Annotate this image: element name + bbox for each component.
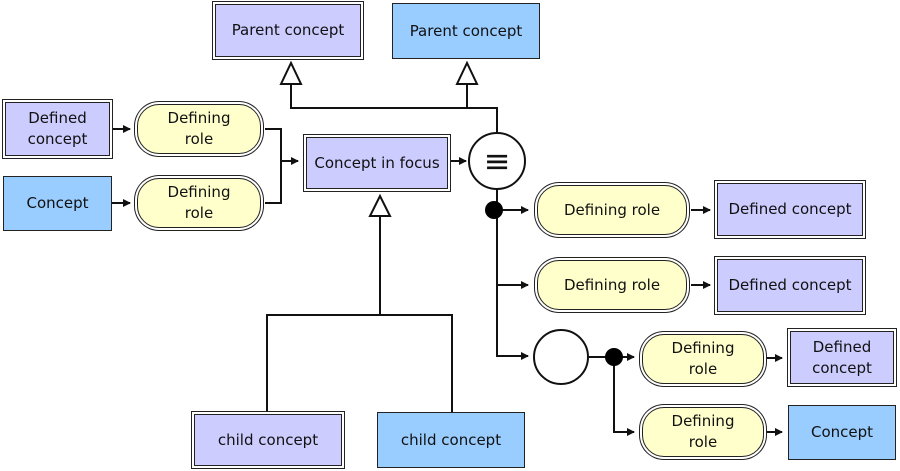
isa-arrowhead-focus bbox=[368, 193, 392, 217]
conjunction-dot-group bbox=[605, 348, 623, 366]
child-concept-primitive-box[interactable]: child concept bbox=[377, 412, 525, 468]
defined-concept-right-2-label: Defined concept bbox=[728, 276, 852, 294]
child-concept-primitive-label: child concept bbox=[400, 430, 502, 449]
concept-left-label: Concept bbox=[26, 194, 89, 212]
definition-status-circle bbox=[468, 132, 526, 190]
defining-role-right-1[interactable]: Defining role bbox=[537, 185, 687, 235]
defined-concept-group-box[interactable]: Defined concept bbox=[790, 331, 894, 384]
defining-role-group-2-label: Defining role bbox=[671, 412, 735, 451]
parent-concept-defined-label: Parent concept bbox=[231, 21, 345, 39]
concept-group-label: Concept bbox=[810, 423, 874, 441]
defined-concept-right-2-box[interactable]: Defined concept bbox=[717, 259, 863, 312]
defined-concept-right-1-box[interactable]: Defined concept bbox=[717, 183, 863, 236]
defined-concept-group-label: Defined concept bbox=[812, 337, 872, 377]
parent-concept-primitive-box[interactable]: Parent concept bbox=[392, 3, 540, 59]
conjunction-dot-main bbox=[485, 201, 503, 219]
concept-group-box[interactable]: Concept bbox=[788, 405, 896, 460]
definition-status-symbol: ≡ bbox=[484, 142, 511, 180]
defining-role-group-1-label: Defining role bbox=[671, 339, 735, 378]
defined-concept-left-box[interactable]: Defined concept bbox=[5, 102, 110, 156]
defining-role-left-top-label: Defining role bbox=[167, 109, 231, 148]
defining-role-right-2[interactable]: Defining role bbox=[537, 260, 687, 310]
child-concept-defined-box[interactable]: child concept bbox=[194, 414, 342, 466]
parent-concept-defined-box[interactable]: Parent concept bbox=[215, 4, 361, 57]
isa-arrowhead-parent-primitive bbox=[455, 60, 479, 85]
trunk-from-definition-status bbox=[496, 189, 529, 360]
child-concept-defined-label: child concept bbox=[217, 430, 319, 449]
defining-role-group-1[interactable]: Defining role bbox=[642, 334, 764, 384]
isa-line-to-parent-defined bbox=[290, 84, 498, 134]
concept-left-box[interactable]: Concept bbox=[3, 176, 112, 231]
concept-in-focus-box[interactable]: Concept in focus bbox=[306, 137, 448, 189]
defined-concept-left-label: Defined concept bbox=[27, 109, 88, 148]
defining-role-right-2-label: Defining role bbox=[563, 275, 661, 294]
isa-line-from-children bbox=[266, 216, 453, 413]
defining-role-group-2[interactable]: Defining role bbox=[642, 407, 764, 457]
parent-concept-primitive-label: Parent concept bbox=[409, 21, 523, 40]
defining-role-left-bottom-label: Defining role bbox=[167, 183, 231, 222]
concept-in-focus-label: Concept in focus bbox=[314, 153, 440, 172]
attribute-group-circle bbox=[533, 329, 589, 385]
edge-group-branch-down bbox=[613, 357, 635, 436]
isa-arrowhead-parent-defined bbox=[279, 60, 303, 85]
defining-role-left-top[interactable]: Defining role bbox=[137, 104, 261, 154]
defining-role-left-bottom[interactable]: Defining role bbox=[137, 178, 261, 228]
defined-concept-right-1-label: Defined concept bbox=[728, 200, 852, 218]
edge-roles-to-focus bbox=[265, 128, 298, 204]
defining-role-right-1-label: Defining role bbox=[563, 200, 661, 219]
